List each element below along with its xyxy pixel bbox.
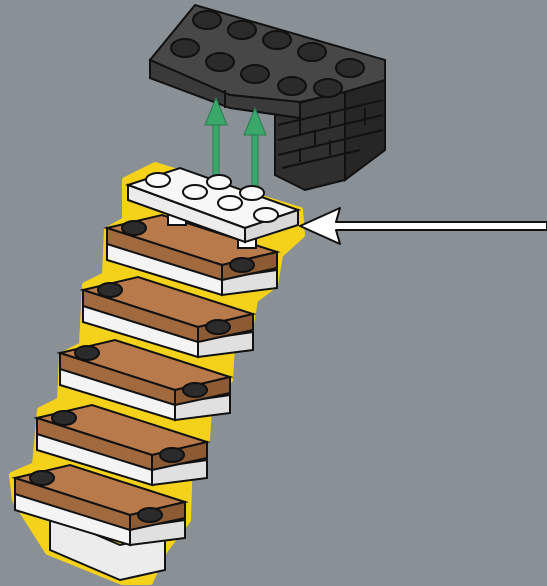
instruction-illustration	[0, 0, 547, 586]
